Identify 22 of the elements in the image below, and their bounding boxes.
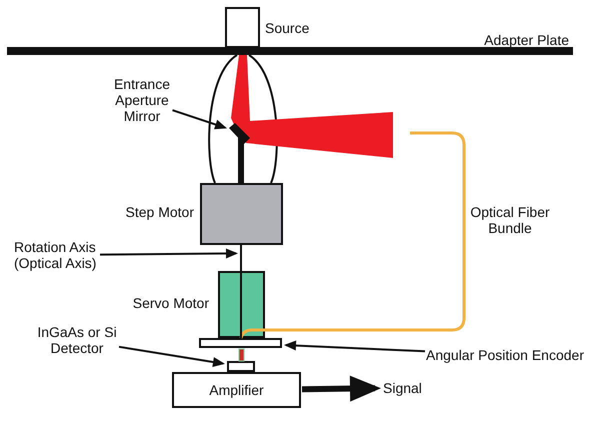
part-label: Rotation Axis (Optical Axis) xyxy=(14,239,99,271)
servo-motor xyxy=(218,271,265,338)
part-label: Adapter Plate xyxy=(483,32,569,48)
leader-line xyxy=(172,109,227,130)
step-motor xyxy=(200,183,283,245)
part-label: InGaAs or Si Detector xyxy=(36,324,118,356)
amplifier-box: Amplifier xyxy=(172,372,301,408)
leader-line xyxy=(284,340,426,352)
part-label: Entrance Aperture Mirror xyxy=(112,76,172,124)
rotation-axis-line xyxy=(240,244,242,338)
thick-arrow xyxy=(302,376,381,402)
detector xyxy=(227,361,255,372)
part-label: Angular Position Encoder xyxy=(426,347,586,363)
part-label: Source xyxy=(265,20,310,36)
part-label: Signal xyxy=(383,380,424,396)
part-label: Servo Motor xyxy=(132,295,209,311)
part-label: Optical Fiber Bundle xyxy=(469,204,551,236)
leader-line xyxy=(100,248,238,258)
source-box xyxy=(225,7,260,48)
mirror xyxy=(229,121,250,144)
leader-line xyxy=(118,346,225,367)
part-label: Step Motor xyxy=(124,204,194,220)
